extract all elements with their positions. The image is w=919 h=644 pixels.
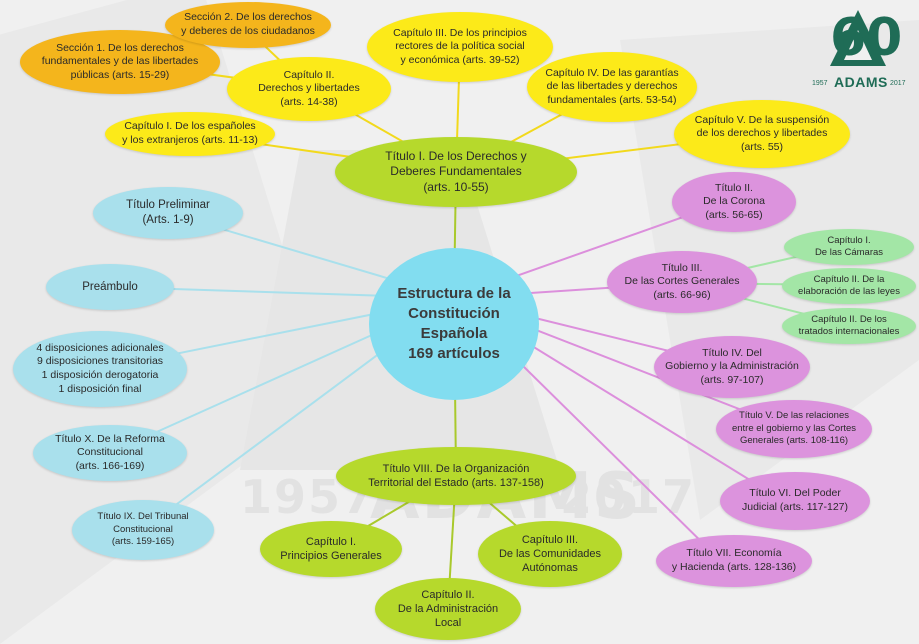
node-capitulo-ii-label: Capítulo II. Derechos y libertades (arts… bbox=[258, 68, 360, 108]
node-capitulo-i-label: Capítulo I. De los españoles y los extra… bbox=[122, 120, 258, 146]
node-titulo-vi-label: Título VI. Del Poder Judicial (arts. 117… bbox=[741, 487, 849, 513]
node-center-label: Estructura de la Constitución Española 1… bbox=[397, 284, 511, 363]
node-titulo-v[interactable]: Título V. De las relaciones entre el gob… bbox=[716, 400, 872, 458]
node-titulo-preliminar-label: Título Preliminar (Arts. 1-9) bbox=[126, 199, 210, 226]
logo-mountain-icon bbox=[830, 10, 886, 66]
node-preambulo[interactable]: Preámbulo bbox=[46, 264, 174, 310]
node-capitulo-ii[interactable]: Capítulo II. Derechos y libertades (arts… bbox=[227, 57, 391, 121]
logo-word: ADAMS bbox=[834, 74, 888, 90]
node-camaras[interactable]: Capítulo I. De las Cámaras bbox=[784, 229, 914, 265]
node-titulo-ii[interactable]: Título II. De la Corona (arts. 56-65) bbox=[672, 172, 796, 232]
node-viii-capitulo-iii-label: Capítulo III. De las Comunidades Autónom… bbox=[498, 533, 602, 575]
logo-year-end: 2017 bbox=[890, 80, 906, 87]
node-capitulo-v-label: Capítulo V. De la suspensión de los dere… bbox=[694, 113, 830, 153]
node-viii-capitulo-ii[interactable]: Capítulo II. De la Administración Local bbox=[375, 578, 521, 640]
node-viii-capitulo-i-label: Capítulo I. Principios Generales bbox=[280, 535, 382, 562]
node-seccion-1-label: Sección 1. De los derechos fundamentales… bbox=[41, 41, 199, 81]
node-capitulo-iv-label: Capítulo IV. De las garantías de las lib… bbox=[545, 66, 679, 106]
node-titulo-vi[interactable]: Título VI. Del Poder Judicial (arts. 117… bbox=[720, 472, 870, 530]
node-camaras-label: Capítulo I. De las Cámaras bbox=[814, 234, 884, 258]
watermark-year-end: 2017 bbox=[560, 470, 697, 524]
node-disposiciones[interactable]: 4 disposiciones adicionales 9 disposicio… bbox=[13, 331, 187, 407]
node-viii-capitulo-i[interactable]: Capítulo I. Principios Generales bbox=[260, 521, 402, 577]
node-titulo-ix[interactable]: Título IX. Del Tribunal Constitucional (… bbox=[72, 500, 214, 560]
node-titulo-iv-label: Título IV. Del Gobierno y la Administrac… bbox=[665, 346, 799, 386]
node-titulo-ix-label: Título IX. Del Tribunal Constitucional (… bbox=[97, 511, 189, 548]
node-disposiciones-label: 4 disposiciones adicionales 9 disposicio… bbox=[36, 341, 164, 395]
node-titulo-iii-label: Título III. De las Cortes Generales (art… bbox=[624, 261, 740, 301]
node-capitulo-iii[interactable]: Capítulo III. De los principios rectores… bbox=[367, 12, 553, 82]
node-preambulo-label: Preámbulo bbox=[82, 280, 138, 293]
node-titulo-vii-label: Título VII. Economía y Hacienda (arts. 1… bbox=[671, 547, 797, 573]
node-titulo-x-label: Título X. De la Reforma Constitucional (… bbox=[55, 432, 165, 472]
node-titulo-viii[interactable]: Título VIII. De la Organización Territor… bbox=[336, 447, 576, 505]
logo-number: 60 bbox=[830, 8, 903, 68]
node-capitulo-iv[interactable]: Capítulo IV. De las garantías de las lib… bbox=[527, 52, 697, 122]
node-titulo-iv[interactable]: Título IV. Del Gobierno y la Administrac… bbox=[654, 336, 810, 398]
node-titulo-ii-label: Título II. De la Corona (arts. 56-65) bbox=[703, 181, 765, 221]
node-titulo-preliminar[interactable]: Título Preliminar (Arts. 1-9) bbox=[93, 187, 243, 239]
logo-year-start: 1957 bbox=[812, 80, 828, 87]
node-elaboracion[interactable]: Capítulo II. De la elaboración de las le… bbox=[782, 268, 916, 304]
node-titulo-i-label: Título I. De los Derechos y Deberes Fund… bbox=[385, 148, 527, 194]
node-tratados[interactable]: Capítulo II. De los tratados internacion… bbox=[782, 308, 916, 344]
node-titulo-i[interactable]: Título I. De los Derechos y Deberes Fund… bbox=[335, 137, 577, 207]
node-capitulo-v[interactable]: Capítulo V. De la suspensión de los dere… bbox=[674, 100, 850, 168]
node-titulo-x[interactable]: Título X. De la Reforma Constitucional (… bbox=[33, 425, 187, 481]
node-tratados-label: Capítulo II. De los tratados internacion… bbox=[798, 313, 900, 337]
node-titulo-vii[interactable]: Título VII. Economía y Hacienda (arts. 1… bbox=[656, 535, 812, 587]
node-elaboracion-label: Capítulo II. De la elaboración de las le… bbox=[798, 273, 900, 297]
node-capitulo-i[interactable]: Capítulo I. De los españoles y los extra… bbox=[105, 112, 275, 156]
node-viii-capitulo-ii-label: Capítulo II. De la Administración Local bbox=[397, 588, 499, 630]
node-titulo-v-label: Título V. De las relaciones entre el gob… bbox=[731, 410, 857, 447]
node-seccion-2-label: Sección 2. De los derechos y deberes de … bbox=[181, 11, 315, 37]
node-seccion-2[interactable]: Sección 2. De los derechos y deberes de … bbox=[165, 2, 331, 48]
node-viii-capitulo-iii[interactable]: Capítulo III. De las Comunidades Autónom… bbox=[478, 521, 622, 587]
node-center[interactable]: Estructura de la Constitución Española 1… bbox=[369, 248, 539, 400]
node-titulo-iii[interactable]: Título III. De las Cortes Generales (art… bbox=[607, 251, 757, 313]
node-capitulo-iii-label: Capítulo III. De los principios rectores… bbox=[393, 26, 527, 66]
node-titulo-viii-label: Título VIII. De la Organización Territor… bbox=[368, 462, 544, 489]
adams-60-logo: 60 ADAMS 1957 2017 bbox=[808, 8, 908, 96]
